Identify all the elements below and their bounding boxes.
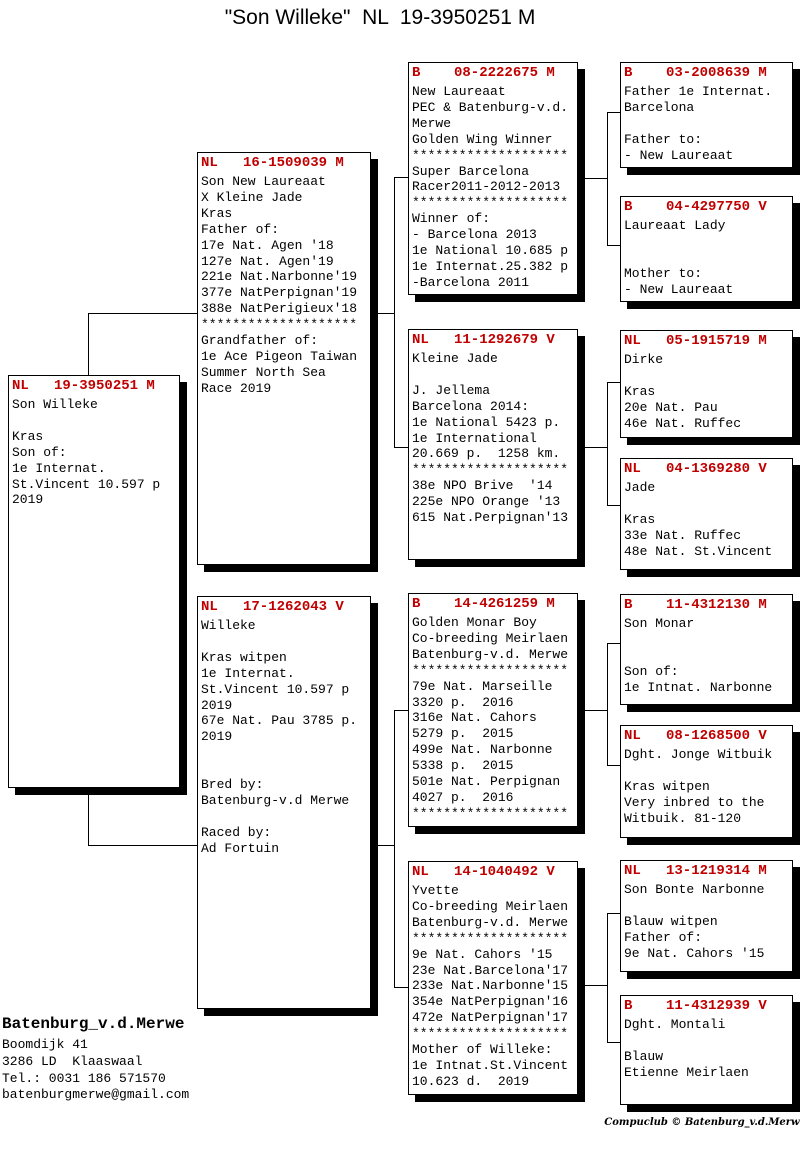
pigeon-details: Son New Laureaat X Kleine Jade Kras Fath… <box>201 174 358 396</box>
pigeon-details: Willeke Kras witpen 1e Internat. St.Vinc… <box>201 618 358 856</box>
ring-number: NL 19-3950251 M <box>12 378 155 394</box>
breeder-address: Boomdijk 41 3286 LD Klaaswaal Tel.: 0031… <box>2 1037 190 1103</box>
ring-number: B 04-4297750 V <box>624 199 767 215</box>
pedigree-box-dam: NL 17-1262043 V Willeke Kras witpen 1e I… <box>197 596 371 1009</box>
connector-line <box>394 987 409 988</box>
pedigree-box-ggp6: NL 08-1268500 V Dght. Jonge Witbuik Kras… <box>620 725 793 838</box>
ring-number: NL 14-1040492 V <box>412 864 555 880</box>
connector-line <box>394 177 395 448</box>
pedigree-box-grandsire-paternal: B 08-2222675 M New Laureaat PEC & Batenb… <box>408 62 578 295</box>
connector-line <box>394 710 409 711</box>
connector-line <box>607 1042 621 1043</box>
connector-line <box>607 112 621 113</box>
connector-line <box>88 788 89 845</box>
pigeon-details: New Laureaat PEC & Batenburg-v.d. Merwe … <box>412 84 569 290</box>
pigeon-details: Dirke Kras 20e Nat. Pau 46e Nat. Ruffec <box>624 352 742 431</box>
ring-number: B 11-4312939 V <box>624 998 767 1014</box>
connector-line <box>607 112 608 246</box>
connector-line <box>578 710 608 711</box>
pedigree-box-ggp2: B 04-4297750 V Laureaat Lady Mother to: … <box>620 196 793 302</box>
connector-line <box>88 313 89 376</box>
page-title: "Son Willeke" NL 19-3950251 M <box>224 6 536 29</box>
pigeon-details: Jade Kras 33e Nat. Ruffec 48e Nat. St.Vi… <box>624 480 773 559</box>
pigeon-details: Laureaat Lady Mother to: - New Laureaat <box>624 218 734 297</box>
pigeon-details: Son Monar Son of: 1e Intnat. Narbonne <box>624 616 773 695</box>
pigeon-details: Golden Monar Boy Co-breeding Meirlaen Ba… <box>412 615 569 821</box>
pedigree-box-ggp1: B 03-2008639 M Father 1e Internat. Barce… <box>620 62 793 168</box>
pedigree-box-grandsire-maternal: B 14-4261259 M Golden Monar Boy Co-breed… <box>408 593 578 827</box>
connector-line <box>371 313 395 314</box>
pigeon-details: Son Willeke Kras Son of: 1e Internat. St… <box>12 397 161 508</box>
pigeon-details: Kleine Jade J. Jellema Barcelona 2014: 1… <box>412 351 569 526</box>
ring-number: NL 05-1915719 M <box>624 333 767 349</box>
pigeon-details: Dght. Montali Blauw Etienne Meirlaen <box>624 1017 749 1080</box>
breeder-name: Batenburg_v.d.Merwe <box>2 1015 185 1033</box>
pedigree-box-ggp3: NL 05-1915719 M Dirke Kras 20e Nat. Pau … <box>620 330 793 438</box>
connector-line <box>394 710 395 988</box>
pigeon-details: Dght. Jonge Witbuik Kras witpen Very inb… <box>624 747 773 826</box>
pedigree-box-sire: NL 16-1509039 M Son New Laureaat X Klein… <box>197 152 371 565</box>
ring-number: NL 08-1268500 V <box>624 728 767 744</box>
connector-line <box>578 985 608 986</box>
connector-line <box>607 382 608 506</box>
pedigree-box-granddam-paternal: NL 11-1292679 V Kleine Jade J. Jellema B… <box>408 329 578 560</box>
pedigree-box-ggp7: NL 13-1219314 M Son Bonte Narbonne Blauw… <box>620 860 793 972</box>
ring-number: NL 11-1292679 V <box>412 332 555 348</box>
pigeon-details: Yvette Co-breeding Meirlaen Batenburg-v.… <box>412 883 569 1089</box>
ring-number: B 08-2222675 M <box>412 65 555 81</box>
connector-line <box>394 447 409 448</box>
ring-number: B 11-4312130 M <box>624 597 767 613</box>
connector-line <box>607 643 608 766</box>
breeder-block: Batenburg_v.d.Merwe Boomdijk 41 3286 LD … <box>2 1014 189 1104</box>
ring-number: NL 17-1262043 V <box>201 599 344 615</box>
pigeon-details: Son Bonte Narbonne Blauw witpen Father o… <box>624 882 765 961</box>
ring-number: NL 13-1219314 M <box>624 863 767 879</box>
connector-line <box>607 382 621 383</box>
pedigree-box-ggp4: NL 04-1369280 V Jade Kras 33e Nat. Ruffe… <box>620 458 793 570</box>
connector-line <box>607 643 621 644</box>
connector-line <box>607 913 608 1043</box>
connector-line <box>578 178 608 179</box>
connector-line <box>371 845 395 846</box>
ring-number: B 03-2008639 M <box>624 65 767 81</box>
connector-line <box>88 845 198 846</box>
connector-line <box>578 447 608 448</box>
pedigree-box-subject: NL 19-3950251 M Son Willeke Kras Son of:… <box>8 375 180 788</box>
pedigree-box-ggp5: B 11-4312130 M Son Monar Son of: 1e Intn… <box>620 594 793 705</box>
ring-number: NL 16-1509039 M <box>201 155 344 171</box>
connector-line <box>607 245 621 246</box>
footer-credit: Compuclub © Batenburg_v.d.Merwe <box>604 1117 800 1128</box>
connector-line <box>607 505 621 506</box>
ring-number: B 14-4261259 M <box>412 596 555 612</box>
ring-number: NL 04-1369280 V <box>624 461 767 477</box>
connector-line <box>88 313 198 314</box>
pedigree-box-granddam-maternal: NL 14-1040492 V Yvette Co-breeding Meirl… <box>408 861 578 1095</box>
connector-line <box>394 177 409 178</box>
connector-line <box>607 913 621 914</box>
connector-line <box>607 765 621 766</box>
pedigree-box-ggp8: B 11-4312939 V Dght. Montali Blauw Etien… <box>620 995 793 1105</box>
pigeon-details: Father 1e Internat. Barcelona Father to:… <box>624 84 773 163</box>
